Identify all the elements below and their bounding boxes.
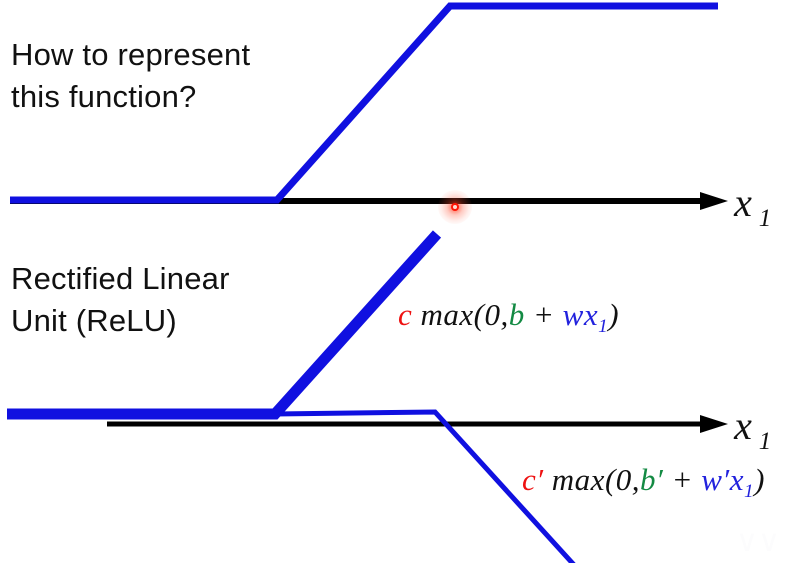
formula-top-subscript: 1 [598, 316, 609, 338]
formula-top-coefficient: c [398, 297, 413, 332]
formula-bottom-subscript: 1 [743, 481, 755, 503]
page-title-bottom: Rectified Linear Unit (ReLU) [11, 261, 230, 338]
formula-bottom-weight: w′ [701, 462, 730, 497]
formula-relu-positive: c max(0,b + wx1) [398, 297, 619, 338]
formula-bottom-coefficient: c′ [522, 462, 544, 497]
formula-relu-negative: c′ max(0,b′ + w′x1) [522, 462, 765, 503]
formula-top-zero: 0 [484, 297, 501, 332]
page-title-top: How to represent this function? [11, 37, 251, 114]
top-axis-label-subscript: 1 [759, 205, 772, 232]
bottom-axis-label-x: x [733, 403, 752, 448]
formula-top-comma: , [500, 297, 509, 332]
top-axis-label-x: x [733, 180, 752, 225]
formula-bottom-close-paren: ) [754, 462, 765, 497]
formula-top-plus: + [533, 297, 555, 332]
watermark-bottom-right: ∨∨ [736, 525, 780, 558]
top-axis-arrowhead [700, 192, 728, 210]
bottom-axis-arrowhead [700, 415, 728, 433]
top-target-curve [10, 2, 718, 204]
bottom-axis-label-subscript: 1 [759, 428, 772, 455]
formula-top-close-paren: ) [608, 297, 620, 332]
relu-curve-negative [274, 409, 576, 563]
formula-top-bias: b [508, 297, 525, 332]
formula-bottom-open-paren: ( [604, 462, 616, 497]
relu-curve-positive [7, 230, 442, 420]
formula-top-weight: w [562, 297, 584, 332]
formula-bottom-zero: 0 [615, 462, 632, 497]
formula-top-open-paren: ( [473, 297, 485, 332]
formula-bottom-variable: x [729, 462, 744, 497]
formula-bottom-bias: b′ [640, 462, 664, 497]
formula-bottom-plus: + [671, 462, 693, 497]
formula-top-variable: x [583, 297, 599, 332]
formula-bottom-function: max [551, 462, 605, 497]
formula-bottom-comma: , [631, 462, 641, 497]
formula-top-function: max [420, 297, 474, 332]
